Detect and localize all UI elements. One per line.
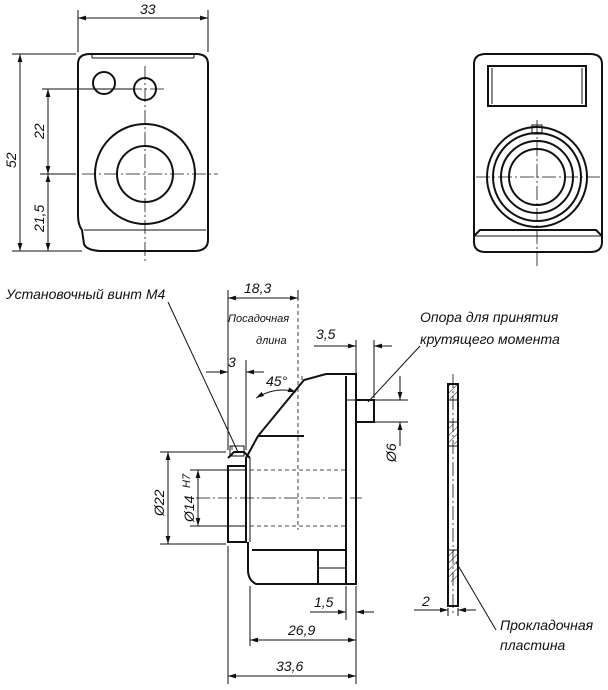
dim-height: 52 [3,152,19,168]
dim-pin-dia: Ø6 [383,443,399,463]
dim-pin-width: 3,5 [316,326,336,342]
dim-body-length: 26,9 [287,622,315,638]
dim-bore-tol: H7 [181,473,193,488]
dim-screw-offset: 3 [228,354,236,370]
dim-gasket-thickness: 2 [421,593,430,609]
dim-fitting-length: 18,3 [244,280,271,296]
gasket-view: 2 Прокладочная пластина [414,374,594,653]
dim-flange: 1,5 [314,594,334,610]
label-pin-line2: крутящего момента [420,331,560,347]
dim-outer-dia: Ø22 [151,489,167,517]
label-fitting-line2: длина [256,335,287,347]
dim-bore-dia: Ø14 [181,495,197,523]
front-view: 33 52 22 21,5 [3,1,218,262]
dim-angle: 45° [266,373,288,389]
dim-total-length: 33,6 [276,658,303,674]
rear-view [473,53,603,266]
dim-center-upper: 22 [31,123,47,140]
label-screw: Установочный винт M4 [5,286,166,302]
dim-center-lower: 21,5 [31,205,47,233]
label-gasket-line1: Прокладочная [500,617,594,633]
label-fitting-line1: Посадочная [228,313,289,325]
label-gasket-line2: пластина [500,637,566,653]
side-view: Установочный винт M4 18,3 Посадочная дли… [5,280,560,684]
dim-width: 33 [140,1,156,17]
label-pin-line1: Опора для принятия [420,309,559,325]
